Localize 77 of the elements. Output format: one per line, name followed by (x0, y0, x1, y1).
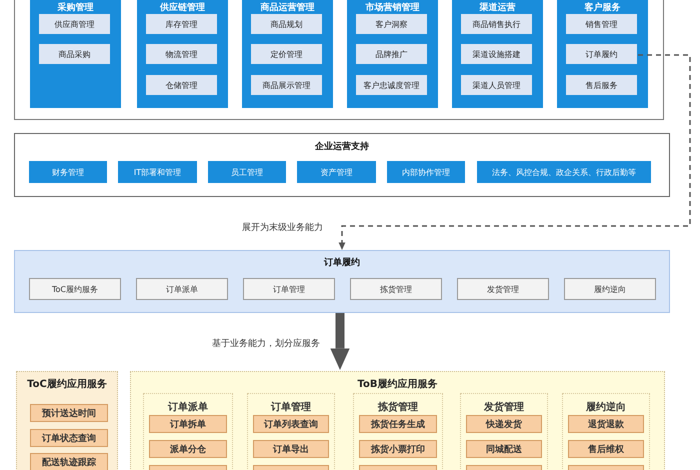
panel-title: 订单派单 (166, 400, 209, 414)
panel-title: 采购管理 (56, 1, 94, 14)
panel (16, 371, 118, 470)
capability-box: 渠道人员管理 (461, 75, 532, 95)
band-panel (14, 250, 670, 313)
capability-box: 供应商管理 (39, 14, 110, 34)
service-box: 订单状态查询 (30, 429, 108, 447)
capability-box: 履约逆向 (564, 278, 656, 300)
capability-box: 拣货管理 (350, 278, 442, 300)
arrow (330, 313, 350, 370)
capability-box: 销售管理 (566, 14, 637, 34)
column-panel (30, 0, 121, 108)
capability-box: ToC履约服务 (29, 278, 121, 300)
capability-box: 仓储管理 (146, 75, 217, 95)
capability-box: 订单派单 (136, 278, 228, 300)
column-panel (452, 0, 543, 108)
column-panel (557, 0, 648, 108)
capability-box: 商品展示管理 (251, 75, 322, 95)
panel-title: 企业运营支持 (314, 140, 370, 153)
group-panel (143, 393, 233, 470)
edge-label: 展开为末级业务能力 (240, 221, 325, 234)
capability-box: 售后服务 (566, 75, 637, 95)
panel-title: 供应链管理 (158, 1, 206, 14)
capability-box: 客户忠诚度管理 (356, 75, 427, 95)
service-box: 售后维权 (568, 440, 644, 458)
arrow (338, 54, 691, 250)
capability-box: 发货管理 (457, 278, 549, 300)
capability-box: 法务、风控合规、政企关系、行政后勤等 (477, 161, 651, 183)
capability-box: IT部署和管理 (118, 161, 197, 183)
capability-box: 资产管理 (297, 161, 376, 183)
group-panel (247, 393, 335, 470)
capability-box: 订单管理 (243, 278, 335, 300)
column-panel (242, 0, 333, 108)
panel-title: ToB履约应用服务 (356, 377, 438, 391)
service-box: 预计送达时间 (30, 404, 108, 422)
service-box: 配送轨迹跟踪 (30, 453, 108, 470)
panel-title: ToC履约应用服务 (26, 377, 108, 391)
panel-title: 拣货管理 (376, 400, 419, 414)
panel-title: 发货管理 (482, 400, 525, 414)
service-box: 订单列表查询 (253, 415, 329, 433)
capability-box: 库存管理 (146, 14, 217, 34)
panel-title: 订单管理 (270, 400, 312, 414)
capability-box: 财务管理 (29, 161, 107, 183)
group-panel (353, 393, 443, 470)
capability-box: 定价管理 (251, 44, 322, 64)
service-box: 拣货小票打印 (359, 440, 437, 458)
service-box: 快递发货 (466, 415, 542, 433)
capability-box: 渠道设施搭建 (461, 44, 532, 64)
group-panel (460, 393, 548, 470)
service-box: 同城配送 (466, 440, 542, 458)
group-panel (562, 393, 650, 470)
capability-box: 商品销售执行 (461, 14, 532, 34)
capability-box: 订单履约 (566, 44, 637, 64)
panel (130, 371, 665, 470)
capability-box: 物流管理 (146, 44, 217, 64)
service-box: 拣货任务生成 (359, 415, 437, 433)
column-panel (347, 0, 438, 108)
panel-title: 渠道运营 (478, 1, 516, 14)
outer-frame (14, 0, 664, 120)
service-box: 派单分仓 (149, 440, 227, 458)
service-box: 订单拆单 (149, 415, 227, 433)
capability-box: 内部协作管理 (387, 161, 465, 183)
capability-box: 商品规划 (251, 14, 322, 34)
capability-box: 员工管理 (208, 161, 286, 183)
panel-title: 市场营销管理 (364, 1, 420, 14)
service-box: 退货退款 (568, 415, 644, 433)
edge-label: 基于业务能力，划分应服务 (210, 337, 322, 350)
capability-box: 客户洞察 (356, 14, 427, 34)
capability-box: 商品采购 (39, 44, 110, 64)
column-panel (137, 0, 228, 108)
panel (14, 133, 670, 197)
panel-title: 客户服务 (584, 1, 622, 14)
panel-title: 商品运营管理 (260, 1, 316, 14)
service-box: 订单导出 (253, 440, 329, 458)
panel-title: 订单履约 (322, 256, 361, 269)
panel-title: 履约逆向 (585, 400, 627, 414)
capability-box: 品牌推广 (356, 44, 427, 64)
